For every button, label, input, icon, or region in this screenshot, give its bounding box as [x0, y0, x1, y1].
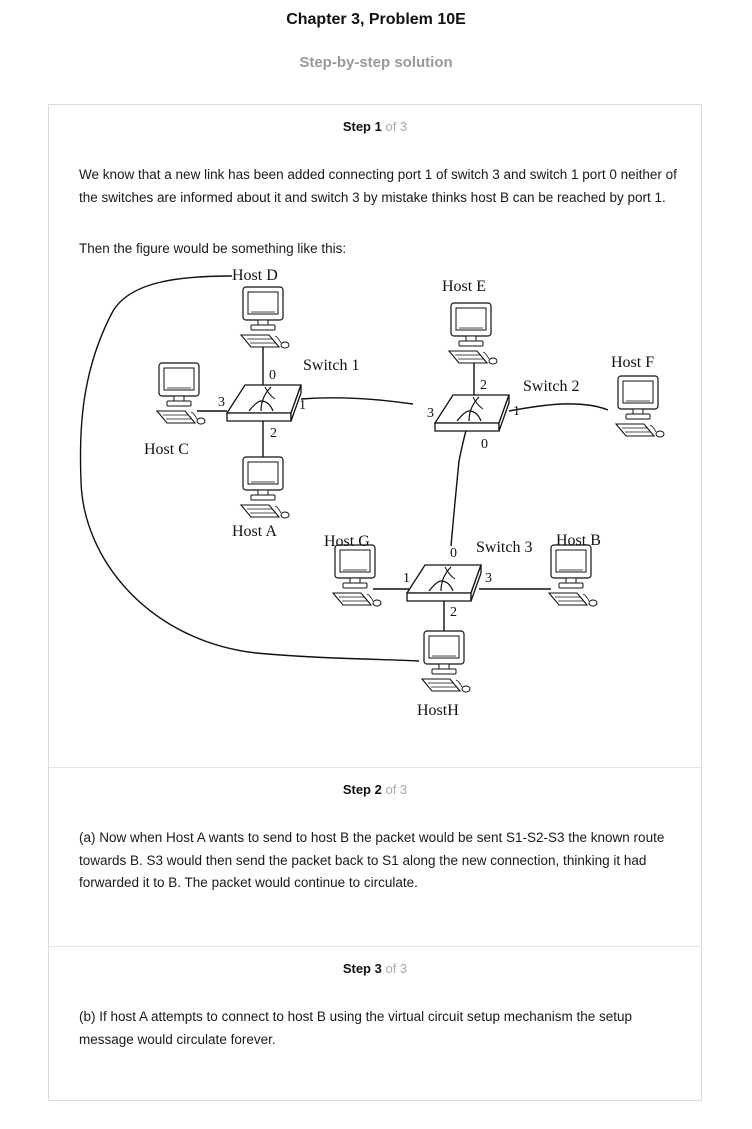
switch-3-port-left: 1 [403, 571, 410, 586]
switch-3-port-right: 3 [485, 571, 492, 586]
switch-2-label: Switch 2 [523, 378, 579, 395]
host-e-computer-icon [448, 302, 498, 365]
host-g-label: Host G [324, 533, 370, 550]
step-2: Step 2 of 3 (a) Now when Host A wants to… [49, 767, 701, 946]
links [79, 275, 609, 662]
host-f-label: Host F [611, 354, 654, 371]
switch-1-label: Switch 1 [303, 357, 359, 374]
switch-2-port-right: 1 [513, 404, 520, 419]
step-3-label: Step 3 [342, 961, 382, 976]
step-1-heading: Step 1 of 3 [49, 119, 701, 134]
switch-1-port-bottom: 2 [270, 426, 277, 441]
switch-1-port-top: 0 [269, 368, 276, 383]
step-3-paragraph-1: (b) If host A attempts to connect to hos… [79, 1009, 633, 1047]
step-1: Step 1 of 3 We know that a new link has … [49, 105, 701, 767]
step-2-heading: Step 2 of 3 [49, 782, 701, 797]
step-3-count: of 3 [385, 961, 408, 976]
step-3-heading: Step 3 of 3 [49, 961, 701, 976]
host-b-label: Host B [556, 532, 601, 549]
switch-3-icon [406, 564, 482, 602]
step-1-paragraph-1: We know that a new link has been added c… [79, 167, 677, 205]
host-h-computer-icon [421, 630, 471, 693]
host-a-computer-icon [240, 456, 290, 519]
step-2-paragraph-1: (a) Now when Host A wants to send to hos… [79, 830, 665, 890]
host-c-computer-icon [156, 362, 206, 425]
step-2-count: of 3 [385, 782, 408, 797]
step-2-label: Step 2 [342, 782, 382, 797]
step-1-count: of 3 [385, 119, 408, 134]
step-3: Step 3 of 3 (b) If host A attempts to co… [49, 946, 701, 1100]
step-1-paragraph-2: Then the figure would be something like … [79, 241, 347, 256]
network-diagram: Host D Host E Host F Host C Host A Host … [79, 267, 665, 719]
host-f-computer-icon [615, 375, 665, 438]
host-h-label: HostH [417, 702, 459, 719]
switch-3-port-top: 0 [450, 546, 457, 561]
host-a-label: Host A [232, 523, 277, 540]
page-title: Chapter 3, Problem 10E [286, 11, 466, 28]
host-b-computer-icon [548, 544, 598, 607]
host-g-computer-icon [332, 544, 382, 607]
page-subtitle: Step-by-step solution [299, 54, 453, 71]
host-d-label: Host D [232, 267, 278, 284]
switch-3-port-bottom: 2 [450, 605, 457, 620]
host-e-label: Host E [442, 278, 486, 295]
switch-1-icon [226, 384, 302, 422]
switch-2-port-left: 3 [427, 406, 434, 421]
host-d-computer-icon [240, 286, 290, 349]
step-1-label: Step 1 [342, 119, 382, 134]
switch-2-port-top: 2 [480, 378, 487, 393]
switch-1-port-right: 1 [299, 398, 306, 413]
solution-card: Step 1 of 3 We know that a new link has … [48, 104, 702, 1101]
switch-1-port-left: 3 [218, 395, 225, 410]
switch-2-icon [434, 394, 510, 432]
host-c-label: Host C [144, 441, 189, 458]
switch-2-port-bottom: 0 [481, 437, 488, 452]
switch-3-label: Switch 3 [476, 539, 532, 556]
